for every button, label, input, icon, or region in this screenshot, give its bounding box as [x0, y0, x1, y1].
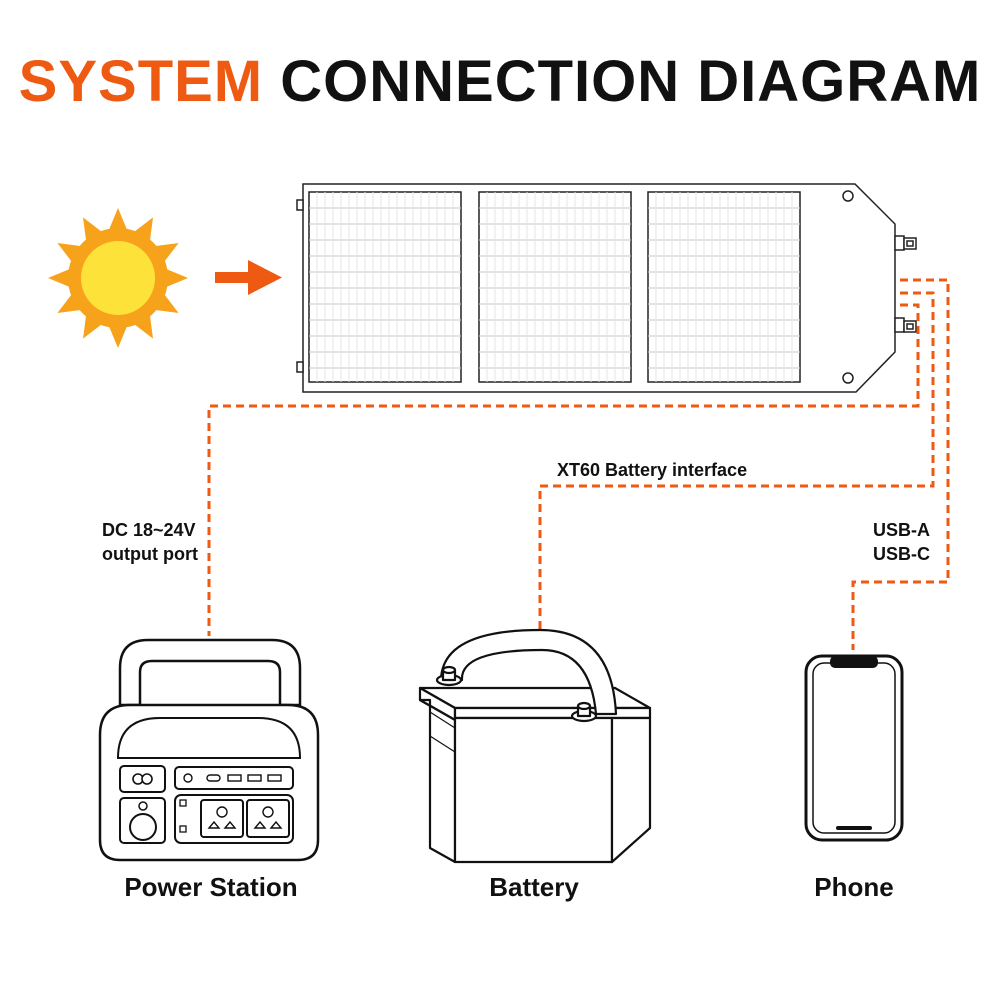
- dc-output-label-line1: DC 18~24V: [102, 520, 196, 540]
- title-rest: CONNECTION DIAGRAM: [280, 49, 982, 114]
- usb-label: USB-A USB-C: [873, 518, 930, 566]
- cable-xt60: [538, 291, 935, 632]
- sun-icon: [48, 208, 188, 348]
- dc-output-label: DC 18~24V output port: [102, 518, 198, 566]
- usb-label-line1: USB-A: [873, 520, 930, 540]
- xt60-label: XT60 Battery interface: [557, 458, 747, 482]
- battery-icon: [418, 628, 652, 864]
- cable-usb: [851, 278, 950, 650]
- power-station-label: Power Station: [124, 872, 298, 902]
- xt60-label-line1: XT60 Battery interface: [557, 460, 748, 480]
- title-accent: SYSTEM: [18, 49, 264, 114]
- phone-label: Phone: [814, 872, 894, 902]
- dc-output-label-line2: output port: [102, 544, 198, 564]
- power-station-icon: [98, 638, 320, 862]
- arrow-right-icon: [215, 260, 282, 295]
- battery-label: Battery: [489, 872, 579, 902]
- solar-panel-icon: [296, 183, 917, 393]
- diagram-title: SYSTEM CONNECTION DIAGRAM: [0, 48, 1000, 115]
- usb-label-line2: USB-C: [873, 544, 930, 564]
- phone-icon: [804, 654, 904, 842]
- cable-dc-output: [207, 303, 920, 636]
